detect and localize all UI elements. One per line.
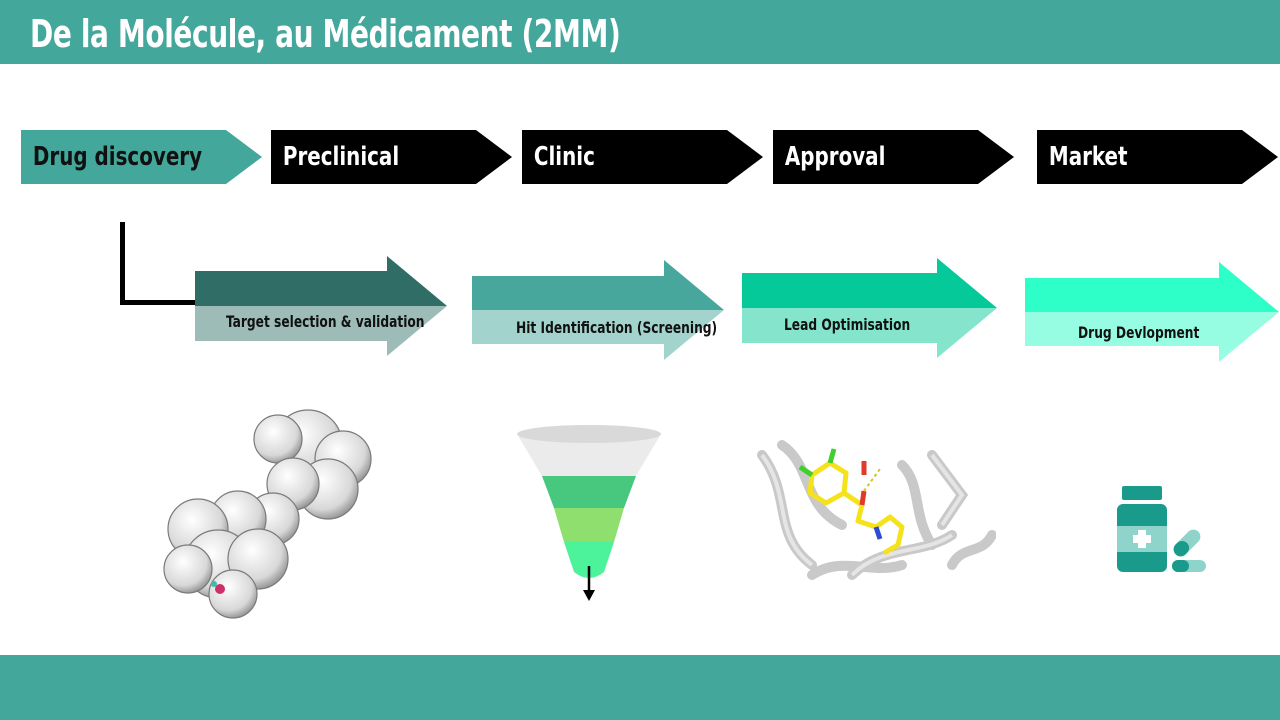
stage-arrow-target bbox=[195, 256, 447, 356]
header-bar: De la Molécule, au Médicament (2MM) bbox=[0, 0, 1280, 64]
stage-arrow-hit bbox=[472, 260, 724, 360]
bracket-connector bbox=[120, 222, 198, 305]
phase-label: Clinic bbox=[533, 142, 595, 172]
phase-approval: Approval bbox=[773, 130, 1014, 184]
protein-surface-icon bbox=[163, 409, 372, 619]
stage-label-hit: Hit Identification (Screening) bbox=[516, 318, 718, 337]
phase-label: Preclinical bbox=[282, 142, 400, 172]
ligand-binding-icon bbox=[752, 435, 996, 583]
phase-market: Market bbox=[1037, 130, 1278, 184]
stage-arrow-development bbox=[1025, 262, 1279, 362]
medicine-bottle-icon bbox=[1117, 486, 1206, 572]
phase-label: Market bbox=[1048, 142, 1128, 172]
stage-arrow-lead bbox=[742, 258, 997, 358]
phase-label: Drug discovery bbox=[32, 142, 203, 172]
stage-label-development: Drug Devlopment bbox=[1078, 323, 1200, 342]
stage-label-lead: Lead Optimisation bbox=[784, 315, 911, 334]
screening-funnel-icon bbox=[517, 425, 661, 601]
phase-label: Approval bbox=[784, 142, 886, 172]
page-title: De la Molécule, au Médicament (2MM) bbox=[30, 12, 621, 56]
stage-label-target: Target selection & validation bbox=[226, 312, 425, 331]
footer-bar bbox=[0, 655, 1280, 720]
phase-drug-discovery: Drug discovery bbox=[21, 130, 262, 184]
phase-preclinical: Preclinical bbox=[271, 130, 512, 184]
phase-clinic: Clinic bbox=[522, 130, 763, 184]
